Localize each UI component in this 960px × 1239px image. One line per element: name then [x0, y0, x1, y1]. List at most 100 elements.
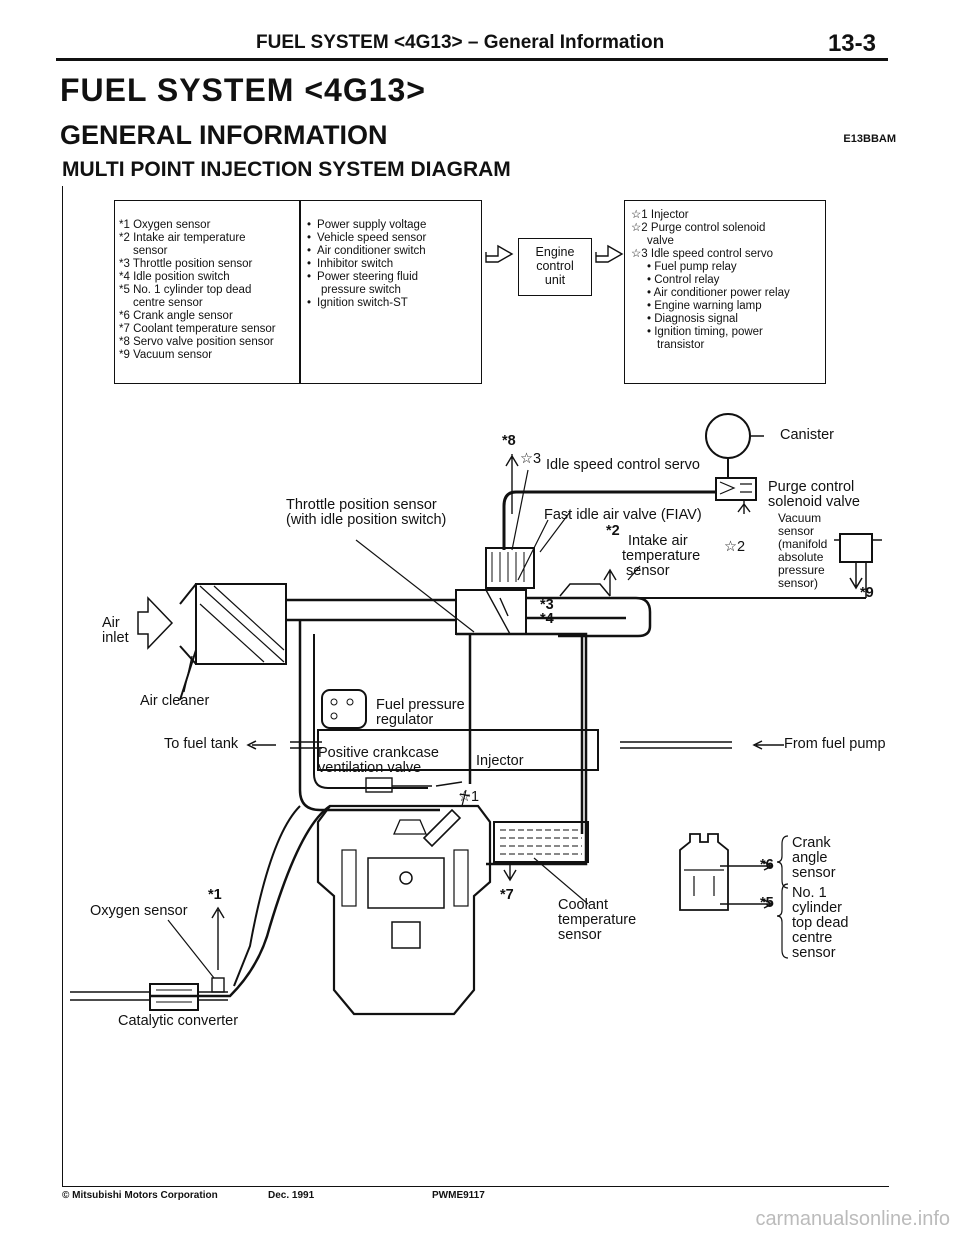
sensor-item: *8 Servo valve position sensor	[119, 336, 274, 348]
tdc-label-line: cylinder	[792, 900, 842, 916]
vacuum-label-line: sensor)	[778, 576, 819, 590]
page-number: 13-3	[827, 30, 876, 57]
oxygen-sensor-icon	[211, 977, 225, 993]
input-box: *1 Oxygen sensor *2 Intake air temperatu…	[114, 200, 482, 384]
tdc-label-line: centre	[792, 930, 833, 946]
star7-label: *7	[500, 887, 514, 903]
purge-label-2: solenoid valve	[768, 494, 860, 510]
throttle-label-2: (with idle position switch)	[286, 512, 447, 528]
signal-list: Power supply voltage Vehicle speed senso…	[307, 219, 477, 310]
coolant-label-line: temperature	[558, 912, 637, 928]
throttle-label: Throttle position sensor	[286, 497, 437, 513]
ecu-box: Engine control unit	[518, 238, 592, 296]
star9-label: *9	[860, 585, 874, 601]
vacuum-label-line: pressure	[778, 563, 825, 577]
tdc-label-line: top dead	[792, 915, 849, 931]
actuator-item: valve	[647, 235, 674, 247]
vacuum-label-line: (manifold	[778, 537, 828, 551]
catalytic-converter-icon	[149, 983, 199, 1011]
idle-servo-label: Idle speed control servo	[546, 457, 700, 473]
vacuum-label-line: absolute	[778, 550, 824, 564]
star2b-label: ☆2	[724, 539, 746, 555]
air-label: Air	[102, 615, 120, 631]
engine-block-icon	[316, 804, 492, 1016]
header-rule	[56, 58, 888, 61]
idle-servo-icon	[485, 547, 535, 589]
catalytic-label: Catalytic converter	[118, 1013, 239, 1029]
star3b-label: *3	[540, 597, 554, 613]
actuator-item: transistor	[657, 339, 705, 351]
actuator-item: • Air conditioner power relay	[647, 287, 790, 299]
sensor-item: *9 Vacuum sensor	[119, 349, 213, 361]
input-box-divider	[299, 201, 301, 383]
crank-label-line: Crank	[792, 835, 831, 851]
sensor-item: sensor	[133, 245, 168, 257]
signal-item: Air conditioner switch	[307, 245, 477, 258]
air-inlet-arrow-icon	[137, 596, 174, 650]
sensor-item: centre sensor	[133, 297, 203, 309]
actuator-item: • Diagnosis signal	[647, 313, 738, 325]
star2-label: *2	[606, 523, 620, 539]
sensor-item: *2 Intake air temperature	[119, 232, 246, 244]
from-fuel-pump-label: From fuel pump	[784, 736, 886, 752]
actuator-item: ☆2 Purge control solenoid	[631, 222, 766, 234]
oxygen-sensor-label: Oxygen sensor	[90, 903, 188, 919]
fpr-label: Fuel pressure	[376, 697, 465, 713]
watermark: carmanualsonline.info	[755, 1208, 950, 1230]
air-cleaner-label: Air cleaner	[140, 693, 210, 709]
fiav-label: Fast idle air valve (FIAV)	[544, 507, 702, 523]
footer-doc-code: PWME9117	[432, 1190, 485, 1201]
ecu-label: Engine	[535, 245, 575, 259]
signal-item: Inhibitor switch	[307, 258, 477, 271]
sensor-item: *5 No. 1 cylinder top dead	[119, 284, 252, 296]
actuator-item: • Fuel pump relay	[647, 261, 737, 273]
actuator-item: • Engine warning lamp	[647, 300, 762, 312]
ecu-label: control	[536, 259, 574, 273]
intake-label-2: temperature	[622, 548, 701, 564]
purge-label: Purge control	[768, 479, 855, 495]
coolant-label-line: sensor	[558, 927, 602, 943]
star1b-label: *1	[208, 887, 222, 903]
crank-angle-label: Crank angle sensor	[792, 836, 836, 881]
tdc-label: No. 1 cylinder top dead centre sensor	[792, 886, 848, 961]
sensor-item: *6 Crank angle sensor	[119, 310, 233, 322]
section-title: FUEL SYSTEM <4G13>	[60, 72, 426, 108]
air-cleaner-icon	[195, 583, 287, 665]
sensor-item: *4 Idle position switch	[119, 271, 230, 283]
footer-copyright: © Mitsubishi Motors Corporation	[62, 1190, 218, 1201]
canister-label: Canister	[780, 427, 834, 443]
canister-icon	[705, 413, 751, 459]
star8-label: *8	[502, 433, 516, 449]
signal-item: Ignition switch-ST	[307, 297, 477, 310]
intake-label-3: sensor	[626, 563, 670, 579]
reference-code: E13BBAM	[843, 133, 896, 145]
signal-item: Power steering fluid	[307, 271, 477, 284]
purge-solenoid-icon	[715, 477, 757, 501]
actuator-item: ☆1 Injector	[631, 209, 689, 221]
footer-date: Dec. 1991	[268, 1190, 315, 1201]
star6-label: *6	[760, 857, 774, 873]
sensor-item: *3 Throttle position sensor	[119, 258, 253, 270]
signal-arrow-icon	[595, 244, 624, 263]
diagram-title: MULTI POINT INJECTION SYSTEM DIAGRAM	[62, 158, 511, 181]
subsection-title: GENERAL INFORMATION	[60, 120, 388, 150]
to-fuel-tank-label: To fuel tank	[164, 736, 239, 752]
actuator-item: • Ignition timing, power	[647, 326, 763, 338]
signal-arrow-icon	[485, 244, 514, 263]
crank-label-line: angle	[792, 850, 828, 866]
crank-angle-sensor-icon	[679, 833, 729, 911]
tdc-label-line: sensor	[792, 945, 836, 961]
pcv-valve-icon	[365, 777, 393, 793]
sensor-list: *1 Oxygen sensor *2 Intake air temperatu…	[119, 219, 299, 362]
vacuum-label: Vacuum sensor (manifold absolute pressur…	[778, 512, 827, 590]
vacuum-label-line: Vacuum	[778, 511, 822, 525]
star5-label: *5	[760, 895, 774, 911]
vacuum-label-line: sensor	[778, 524, 815, 538]
sensor-item: *7 Coolant temperature sensor	[119, 323, 276, 335]
vacuum-sensor-icon	[839, 533, 873, 563]
injector-icon	[422, 808, 462, 848]
running-header: FUEL SYSTEM <4G13> – General Information	[256, 32, 665, 53]
ecu-label: unit	[544, 273, 566, 287]
fpr-label-2: regulator	[376, 712, 434, 728]
